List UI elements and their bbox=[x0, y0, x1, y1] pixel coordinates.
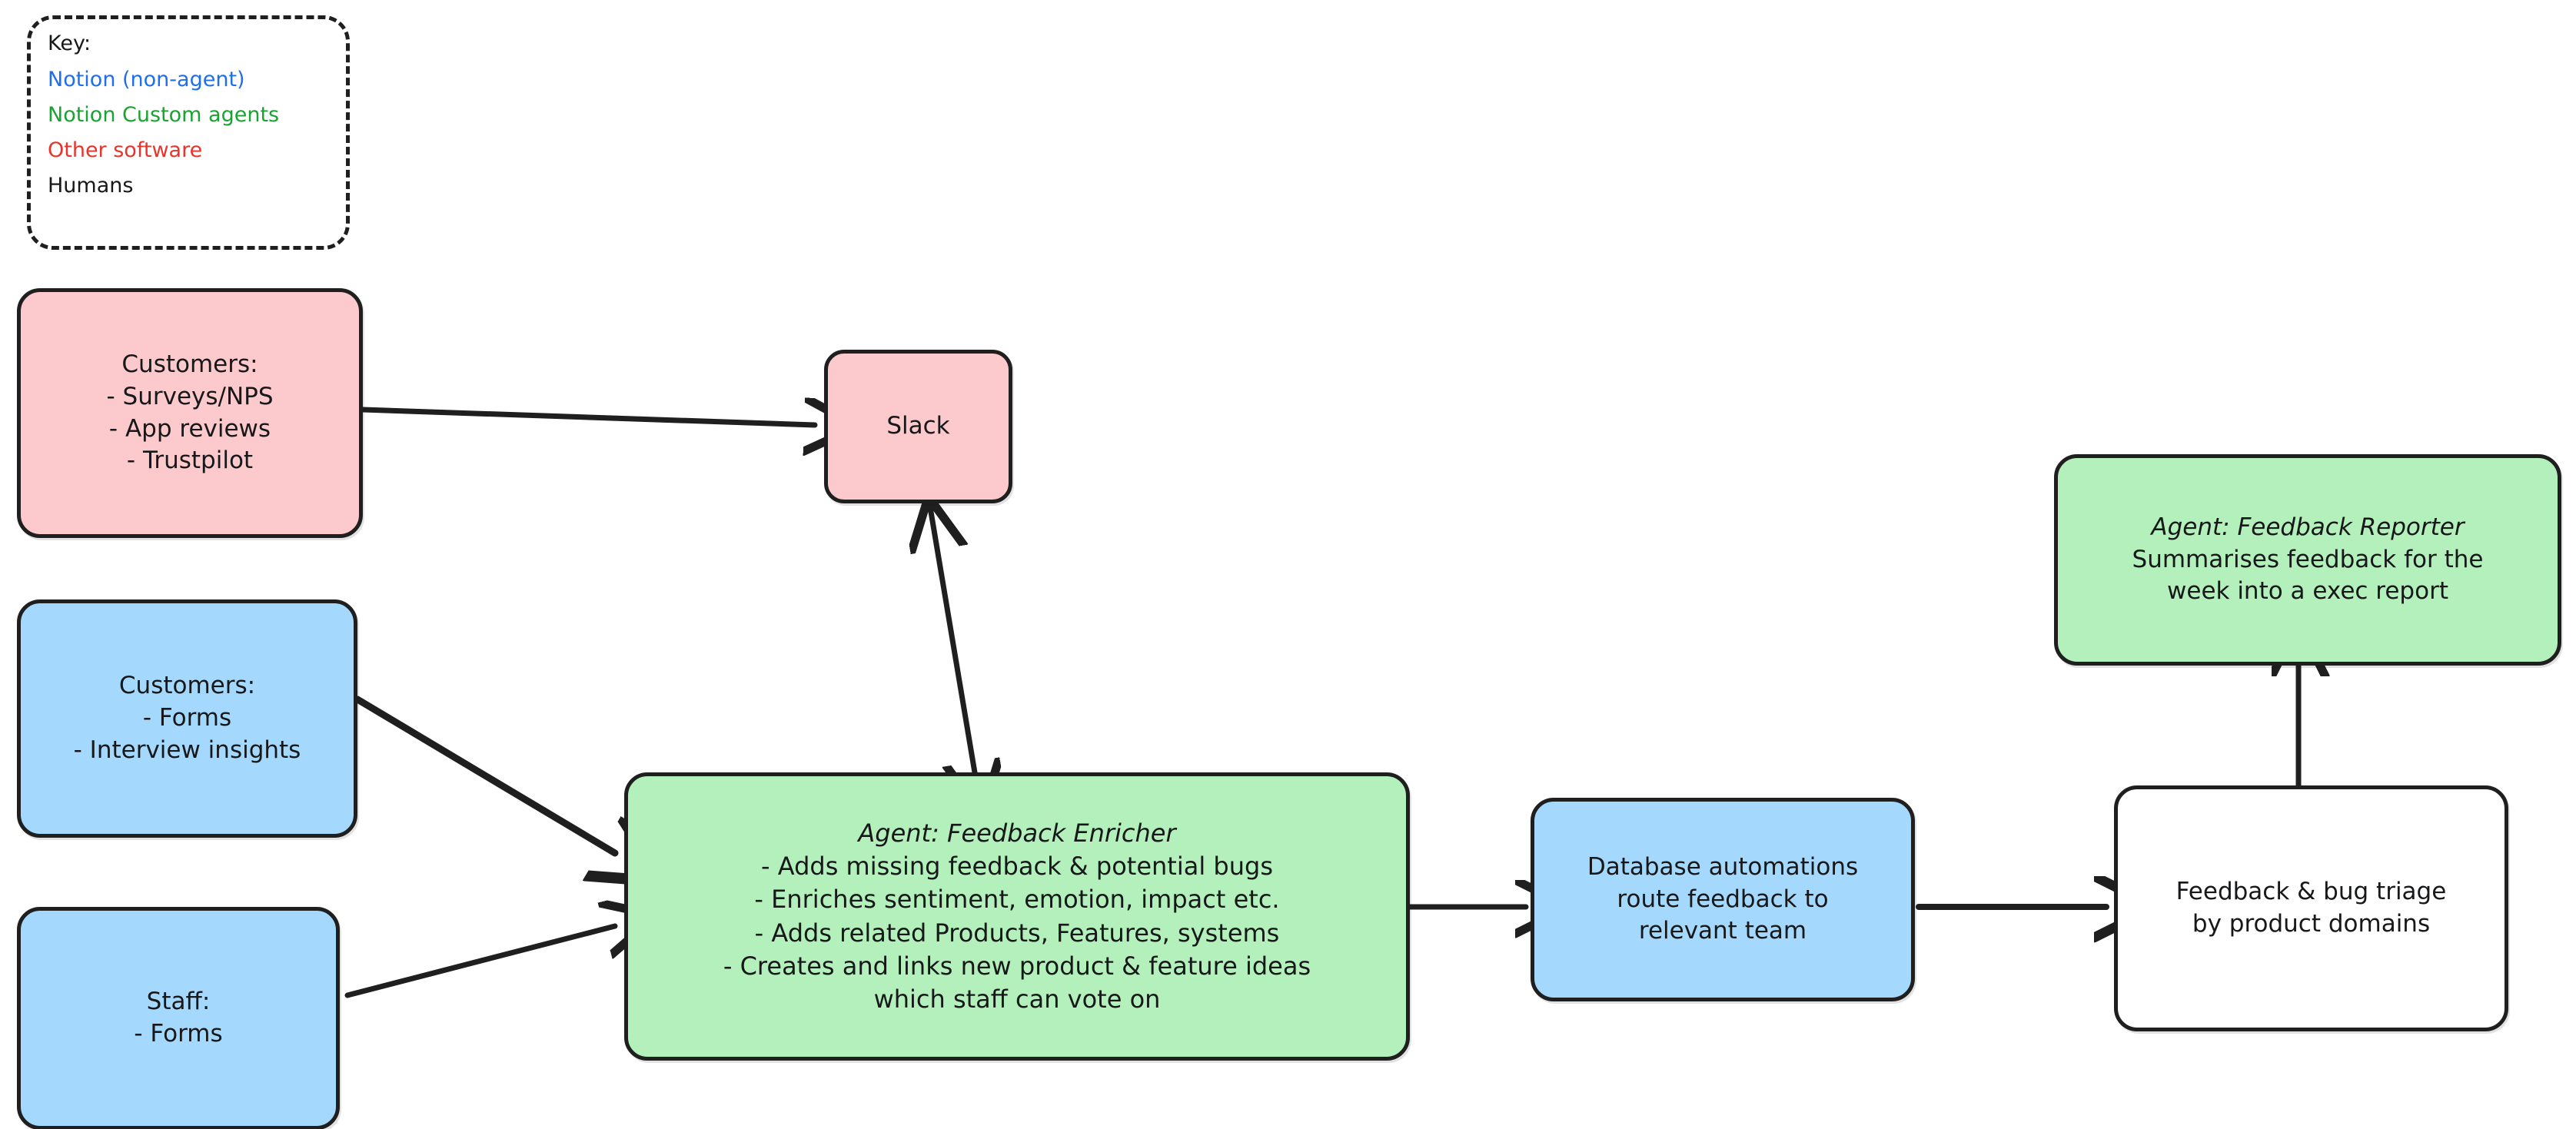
legend-item-notion-non-agent: Notion (non-agent) bbox=[48, 68, 245, 91]
node-line: - App reviews bbox=[108, 414, 271, 443]
edge-customers-blue-to-enricher bbox=[354, 696, 615, 853]
node-line: week into a exec report bbox=[2167, 577, 2448, 606]
edge-staff-to-enricher bbox=[344, 926, 615, 998]
node-line: - Adds related Products, Features, syste… bbox=[754, 918, 1280, 948]
node-agent-feedback-enricher[interactable]: Agent: Feedback Enricher - Adds missing … bbox=[624, 772, 1410, 1061]
node-line: Feedback & bug triage bbox=[2175, 878, 2447, 906]
node-line: Database automations bbox=[1587, 852, 1859, 881]
legend-item-notion-custom-agents: Notion Custom agents bbox=[48, 103, 280, 127]
node-line: Agent: Feedback Enricher bbox=[858, 818, 1176, 848]
node-line: - Surveys/NPS bbox=[106, 382, 274, 410]
edge-slack-to-enricher bbox=[930, 507, 975, 772]
node-line: Agent: Feedback Reporter bbox=[2151, 513, 2465, 541]
node-line: - Trustpilot bbox=[126, 447, 254, 475]
node-line: - Interview insights bbox=[73, 736, 301, 764]
node-line: Summarises feedback for the bbox=[2132, 545, 2484, 573]
node-agent-feedback-reporter[interactable]: Agent: Feedback Reporter Summarises feed… bbox=[2054, 454, 2561, 666]
node-staff-forms[interactable]: Staff: - Forms bbox=[17, 907, 340, 1129]
node-line: - Forms bbox=[134, 1020, 223, 1048]
node-line: - Enriches sentiment, emotion, impact et… bbox=[754, 885, 1280, 915]
node-line: route feedback to bbox=[1617, 885, 1829, 913]
node-customers-surveys[interactable]: Customers: - Surveys/NPS - App reviews -… bbox=[17, 288, 363, 538]
node-database-automations[interactable]: Database automations route feedback to r… bbox=[1531, 798, 1915, 1001]
node-line: Slack bbox=[886, 412, 950, 440]
node-line: relevant team bbox=[1638, 917, 1807, 945]
node-line: - Adds missing feedback & potential bugs bbox=[761, 852, 1273, 882]
node-line: Staff: bbox=[146, 988, 211, 1016]
node-line: which staff can vote on bbox=[873, 984, 1161, 1014]
node-feedback-bug-triage[interactable]: Feedback & bug triage by product domains bbox=[2114, 785, 2508, 1031]
node-line: Customers: bbox=[121, 350, 258, 378]
legend-key-box: Key: Notion (non-agent) Notion Custom ag… bbox=[27, 15, 350, 250]
legend-item-other-software: Other software bbox=[48, 138, 203, 162]
node-slack[interactable]: Slack bbox=[824, 350, 1012, 503]
edge-customers-pink-to-slack bbox=[360, 410, 815, 425]
node-customers-forms[interactable]: Customers: - Forms - Interview insights bbox=[17, 599, 357, 838]
node-line: - Creates and links new product & featur… bbox=[723, 951, 1311, 981]
legend-item-humans: Humans bbox=[48, 174, 134, 198]
node-line: by product domains bbox=[2192, 910, 2431, 938]
node-line: - Forms bbox=[142, 704, 232, 732]
legend-title: Key: bbox=[48, 32, 91, 55]
node-line: Customers: bbox=[118, 672, 256, 700]
